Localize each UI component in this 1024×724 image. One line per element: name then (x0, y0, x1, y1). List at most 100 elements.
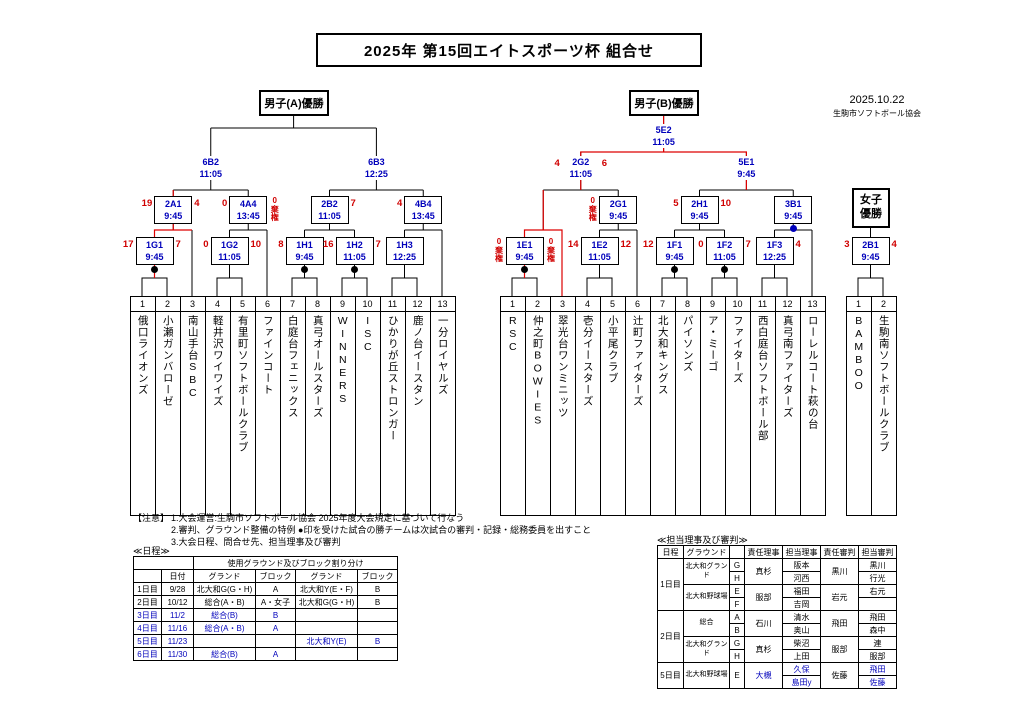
schedule-cell: 6日目 (133, 647, 162, 661)
team-name-text: 北大和キングス (656, 315, 669, 396)
match-time: 9:45 (690, 211, 709, 221)
score-left-1F2: 0 (698, 239, 704, 250)
score-right-1G1: 7 (175, 239, 181, 250)
team-number: 5 (600, 296, 625, 312)
match-time: 9:45 (609, 211, 628, 221)
schedule-merged-header: 使用グラウンド及びブロック割り分け (193, 556, 398, 570)
referee-ground: 北大和野球場 (683, 584, 730, 611)
referee-sekinin-riji: 大槻 (744, 662, 783, 689)
referee-ground: 北大和グランド (683, 636, 730, 663)
schedule-cell: 4日目 (133, 621, 162, 635)
schedule-cell: 北大和Y(E) (295, 634, 358, 648)
referee-row: 北大和グランド G 真杉 柴沼 服部 連 (658, 636, 897, 663)
team-name: 辻町ファイターズ (625, 312, 650, 516)
schedule-cell: 総合(B) (193, 647, 256, 661)
team-number: 7 (280, 296, 305, 312)
schedule-cell: 北大和G(G・H) (193, 582, 256, 596)
score-left-1G2: 0 (203, 239, 209, 250)
schedule-merged-header-row: 使用グラウンド及びブロック割り分け (133, 556, 398, 570)
schedule-cell: 10/12 (161, 595, 194, 609)
referee-tanto-riji: 上田 (782, 649, 821, 663)
match-code: 1H2 (346, 240, 363, 250)
page-title: 2025年 第15回エイトスポーツ杯 組合せ (316, 33, 702, 67)
match-time: 9:45 (737, 169, 756, 179)
schedule-cell: 総合(A・B) (193, 621, 256, 635)
match-code: 1G1 (145, 240, 163, 250)
team-name-text: 南山手台SBC (186, 315, 199, 400)
schedule-col-header: グランド (193, 569, 256, 583)
match-time: 11:05 (569, 169, 593, 179)
bracket-a-champion-label: 男子(A)優勝 (259, 90, 329, 116)
team-name-text: 小平尾クラブ (606, 315, 619, 384)
team-number: 10 (355, 296, 380, 312)
schedule-cell: 総合(B) (193, 608, 256, 622)
referee-ground: 北大和野球場 (683, 662, 730, 689)
score-right-1F3: 4 (795, 239, 801, 250)
team-name: 翠光台ワンミニッツ (550, 312, 575, 516)
referee-header-row: 日程 グラウンド 責任理事 担当理事 責任審判 担当審判 (657, 545, 897, 559)
referee-table-label: ≪担当理事及び審判≫ (657, 535, 748, 545)
referee-sub: H (729, 571, 745, 585)
match-time: 12:25 (392, 252, 417, 262)
schedule-header-row: 日付 グランド ブロック グランド ブロック (133, 569, 398, 583)
umpire-dot (721, 266, 728, 273)
referee-ground: 総合 (683, 610, 730, 637)
match-time: 12:25 (762, 252, 787, 262)
team-name: 一分ロイヤルズ (430, 312, 455, 516)
team-number: 2 (155, 296, 180, 312)
team-name: 壱分イースターズ (575, 312, 600, 516)
umpire-dot (671, 266, 678, 273)
referee-col-header: グラウンド (683, 545, 730, 559)
umpire-dot (521, 266, 528, 273)
schedule-cell: 5日目 (133, 634, 162, 648)
team-number: 7 (650, 296, 675, 312)
schedule-header-blank (133, 556, 194, 570)
schedule-table-label: ≪日程≫ (133, 546, 170, 556)
team-name: RSC (500, 312, 525, 516)
referee-col-header: 担当審判 (858, 545, 897, 559)
score-left-1F1: 12 (642, 239, 654, 250)
referee-sekinin-shinpan: 岩元 (820, 584, 859, 611)
schedule-cell: 9/28 (161, 582, 194, 596)
match-code: 6B3 (368, 157, 385, 167)
team-name: ア・ミーゴ (700, 312, 725, 516)
team-number: 12 (775, 296, 800, 312)
match-time: 11:05 (199, 169, 223, 179)
referee-sekinin-riji: 真杉 (744, 636, 783, 663)
team-name: 小平尾クラブ (600, 312, 625, 516)
referee-sekinin-riji: 服部 (744, 584, 783, 611)
team-column: 5 小平尾クラブ (599, 296, 625, 516)
schedule-col-header: グランド (295, 569, 358, 583)
team-name-text: 辻町ファイターズ (631, 315, 644, 407)
umpire-dot (789, 225, 797, 232)
team-name-text: 西白庭台ソフトボール部 (756, 315, 769, 442)
team-name: 真弓オールスターズ (305, 312, 330, 516)
referee-tanto-riji: 吉岡 (782, 597, 821, 611)
referee-col-header: 責任審判 (820, 545, 859, 559)
schedule-cell (295, 647, 358, 661)
team-name: 小瀬ガンバローゼ (155, 312, 180, 516)
score-right-1E2: 12 (620, 239, 632, 250)
